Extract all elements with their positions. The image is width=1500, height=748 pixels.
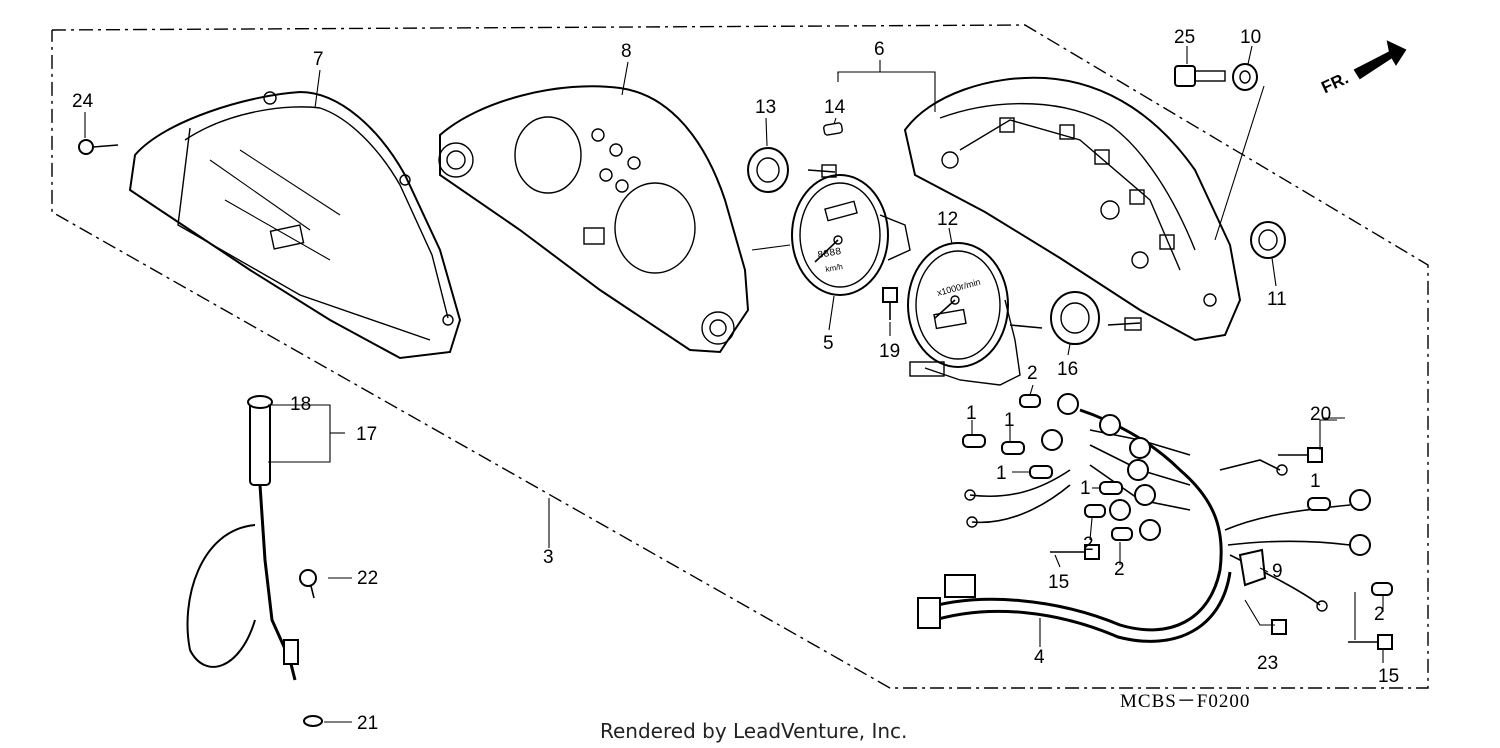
callout-2a: 2 — [1027, 363, 1038, 384]
part-24-screw — [78, 139, 119, 155]
part-14-bulb — [823, 122, 843, 136]
callout-23: 23 — [1257, 653, 1278, 674]
callout-25: 25 — [1174, 27, 1195, 48]
callout-17: 17 — [356, 424, 377, 445]
callout-19: 19 — [879, 341, 900, 362]
part-8-meter-panel — [438, 85, 750, 354]
part-16-socket — [1009, 291, 1142, 345]
callout-15a: 15 — [1048, 572, 1069, 593]
callout-24: 24 — [72, 91, 94, 112]
callout-10: 10 — [1240, 27, 1261, 48]
callout-9: 9 — [1272, 561, 1283, 582]
diagram-code: MCBS－F0200 — [1120, 691, 1250, 712]
small-parts — [299, 394, 1393, 727]
callout-8: 8 — [621, 41, 632, 62]
callout-20: 20 — [1310, 404, 1331, 425]
callout-1d: 1 — [1080, 478, 1091, 499]
callout-1c: 1 — [996, 463, 1007, 484]
callout-4: 4 — [1034, 647, 1045, 668]
callout-16: 16 — [1057, 359, 1078, 380]
part-17-speedometer-cable — [186, 395, 299, 681]
assembly-boundary — [51, 24, 1429, 689]
part-5-speedometer: 8888 km/h — [751, 174, 911, 296]
part-19-bolt — [882, 287, 898, 320]
part-10-collar — [1232, 63, 1258, 91]
callout-18: 18 — [290, 394, 311, 415]
callout-12: 12 — [937, 209, 958, 230]
callout-21: 21 — [357, 713, 378, 734]
callout-2d: 2 — [1374, 604, 1385, 625]
callout-1b: 1 — [1004, 410, 1015, 431]
part-9-clip — [1238, 548, 1267, 587]
callout-1e: 1 — [1310, 471, 1321, 492]
footer-credit: Rendered by LeadVenture, Inc. — [600, 719, 907, 743]
callout-3: 3 — [543, 547, 554, 568]
callout-6: 6 — [874, 39, 885, 60]
callout-11: 11 — [1267, 289, 1287, 310]
part-6-meter-case — [903, 76, 1242, 342]
callout-7: 7 — [313, 49, 324, 70]
part-4-wire-harness — [917, 393, 1371, 643]
part-13-socket — [747, 147, 837, 193]
part-25-bolt — [1174, 65, 1226, 87]
callout-2b: 2 — [1083, 534, 1094, 555]
front-direction-indicator: FR. — [1318, 40, 1407, 97]
part-11-plug — [1250, 221, 1286, 259]
front-arrow-label: FR. — [1318, 68, 1351, 97]
callout-labels: 7 8 6 25 10 24 13 14 12 11 5 19 16 2 18 … — [72, 27, 1399, 734]
callout-5: 5 — [823, 333, 834, 354]
speedometer-odometer-text: 8888 — [817, 247, 843, 262]
callout-14: 14 — [824, 97, 846, 118]
speedometer-unit-text: km/h — [825, 262, 844, 274]
callout-22: 22 — [357, 568, 378, 589]
callout-1a: 1 — [966, 403, 977, 424]
callout-13: 13 — [755, 97, 776, 118]
part-12-tachometer: x1000r/min — [907, 242, 1021, 386]
part-7-meter-cover — [128, 90, 462, 360]
leader-lines — [84, 45, 1384, 723]
callout-15b: 15 — [1378, 666, 1399, 687]
callout-2c: 2 — [1114, 559, 1125, 580]
